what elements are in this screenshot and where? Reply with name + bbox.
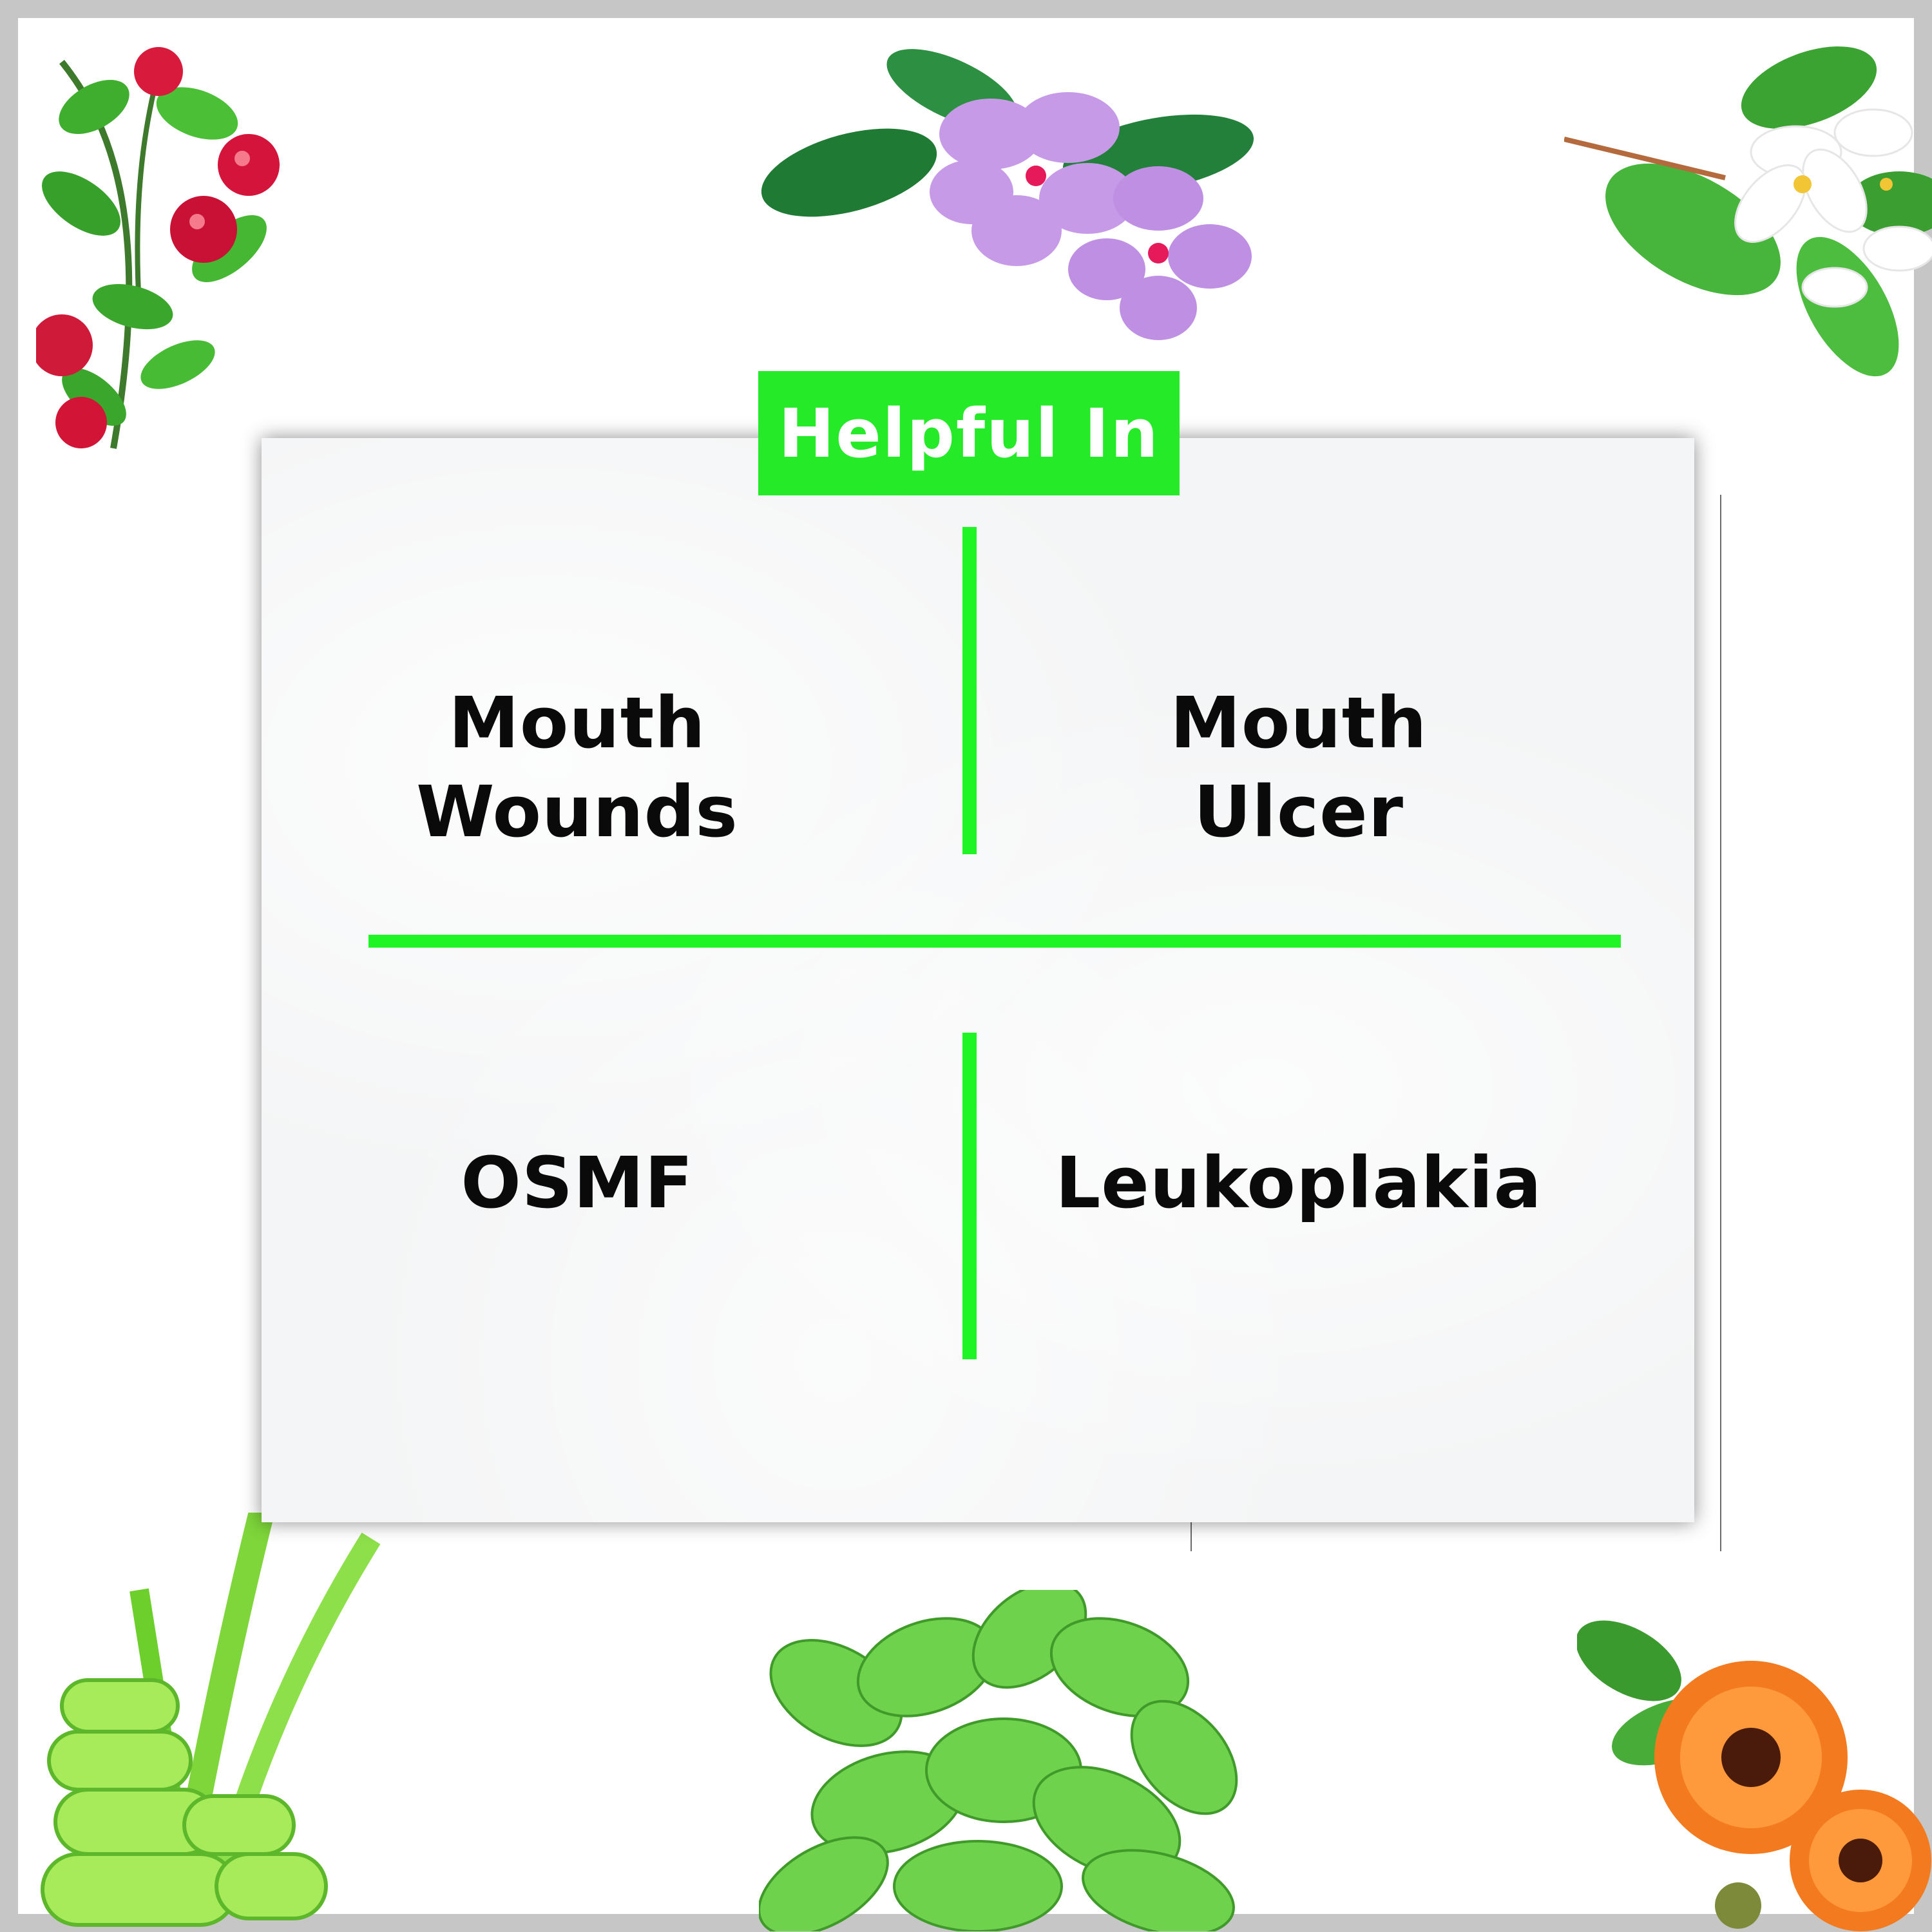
title-tab: Helpful In — [758, 371, 1180, 495]
info-card: Mouth Wounds Mouth Ulcer OSMF Leukoplaki… — [262, 438, 1694, 1522]
jasmine-flower-icon — [1564, 46, 1932, 377]
item-line2: Ulcer — [1193, 770, 1404, 853]
divider-vertical-top — [962, 527, 977, 854]
item-mouth-ulcer: Mouth Ulcer — [1067, 678, 1531, 856]
item-osmf: OSMF — [352, 1138, 803, 1227]
item-leukoplakia: Leukoplakia — [1035, 1138, 1563, 1227]
page-title: Helpful In — [778, 394, 1160, 473]
item-line1: Mouth — [448, 682, 706, 764]
edge-line-right — [1720, 495, 1721, 1551]
cranberry-branch-icon — [36, 47, 280, 449]
item-mouth-wounds: Mouth Wounds — [352, 678, 803, 856]
edge-line-bottom — [1191, 1513, 1192, 1551]
item-line1: Mouth — [1170, 682, 1428, 764]
divider-vertical-bottom — [962, 1033, 977, 1359]
item-line1: Leukoplakia — [1055, 1142, 1542, 1224]
calendula-flower-icon — [1577, 1620, 1931, 1931]
mint-leaves-icon — [759, 1590, 1238, 1931]
card-texture — [262, 438, 1694, 1522]
aloe-vera-icon — [41, 1513, 381, 1927]
item-line1: OSMF — [461, 1142, 694, 1224]
item-line2: Wounds — [416, 770, 738, 853]
divider-horizontal — [368, 935, 1621, 948]
periwinkle-flower-icon — [761, 49, 1254, 340]
